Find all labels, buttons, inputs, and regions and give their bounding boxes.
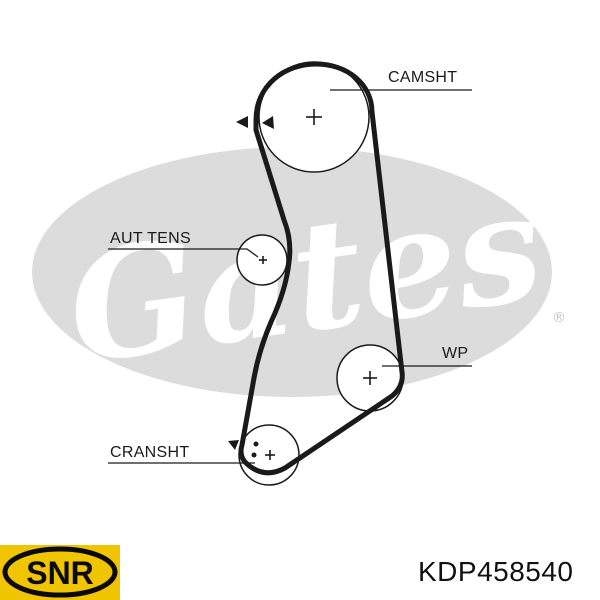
water-pump-center-mark [363, 371, 377, 385]
camshaft-timing-arrow [236, 116, 248, 128]
gates-watermark: Gates ® [32, 147, 566, 398]
camshaft-belt-arrow [262, 116, 274, 129]
water-pump-label: WP [442, 345, 469, 362]
timing-belt [238, 61, 405, 476]
tensioner-center-mark [259, 256, 267, 264]
snr-logo-text: SNR [26, 555, 94, 591]
crankshaft-timing-dot [253, 441, 259, 447]
snr-logo-oval [2, 546, 118, 598]
tensioner-label: AUT TENS [110, 230, 191, 247]
timing-marks [228, 116, 274, 458]
watermark-registered-mark: ® [552, 310, 566, 326]
camshaft-center-mark [306, 109, 322, 125]
watermark-ellipse [32, 147, 552, 397]
crankshaft-timing-arrow [228, 440, 239, 450]
crankshaft-center-mark [265, 450, 275, 460]
part-number: KDP458540 [418, 556, 574, 587]
snr-logo: SNR [0, 545, 120, 600]
crankshaft-timing-dot-2 [251, 452, 257, 458]
tensioner-leader-line [108, 248, 259, 258]
crankshaft-label: CRANSHT [110, 444, 190, 461]
camshaft-label: CAMSHT [388, 69, 458, 86]
